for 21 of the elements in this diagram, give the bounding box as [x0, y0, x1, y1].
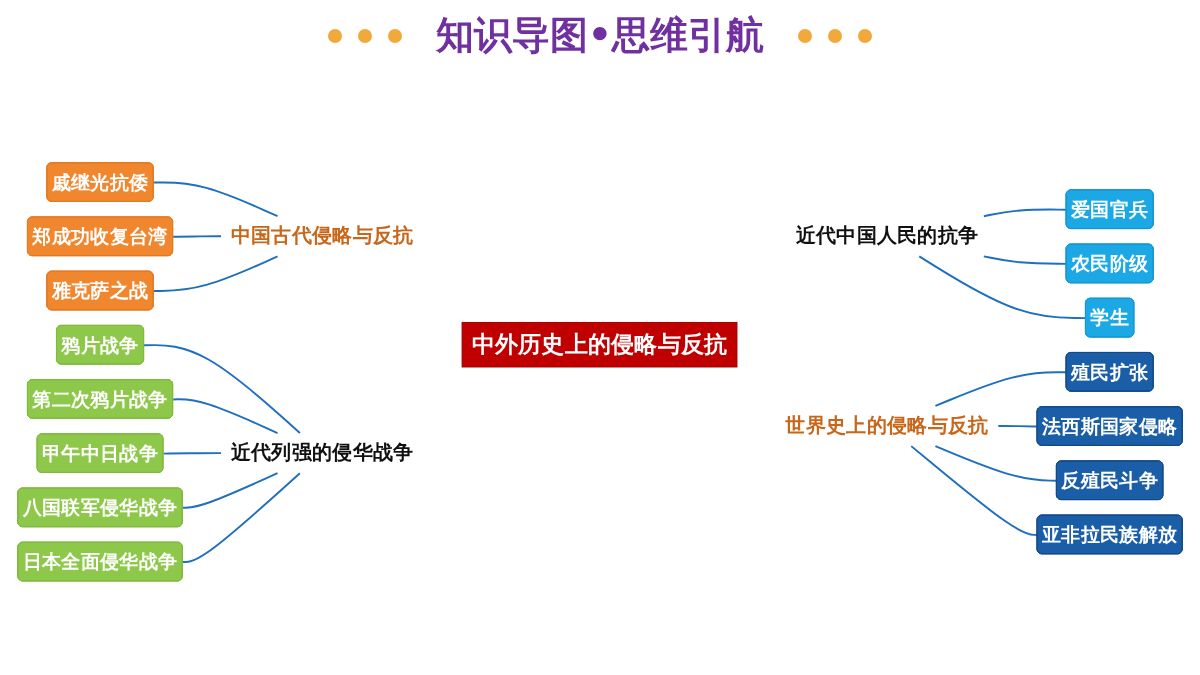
node-text: 世界史上的侵略与反抗 [785, 413, 989, 438]
connector [997, 425, 1039, 428]
connector [162, 452, 222, 455]
connector [918, 255, 1087, 320]
title: 知识导图•思维引航 [435, 15, 765, 57]
node-text: 中国古代侵略与反抗 [230, 224, 414, 248]
connector [172, 235, 222, 238]
connector [934, 445, 1058, 482]
connector [143, 344, 301, 435]
connector [934, 371, 1068, 408]
node-text: 近代中国人民的抗争 [795, 224, 979, 248]
connector [910, 445, 1039, 537]
connector [152, 255, 279, 293]
connector [181, 472, 301, 564]
connector [181, 472, 279, 509]
node-text: 近代列强的侵华战争 [230, 440, 414, 465]
connector [152, 181, 279, 218]
connector [982, 255, 1068, 266]
connector [172, 398, 279, 435]
connector [982, 208, 1068, 218]
node-box: 中外历史上的侵略与反抗 [461, 322, 738, 368]
